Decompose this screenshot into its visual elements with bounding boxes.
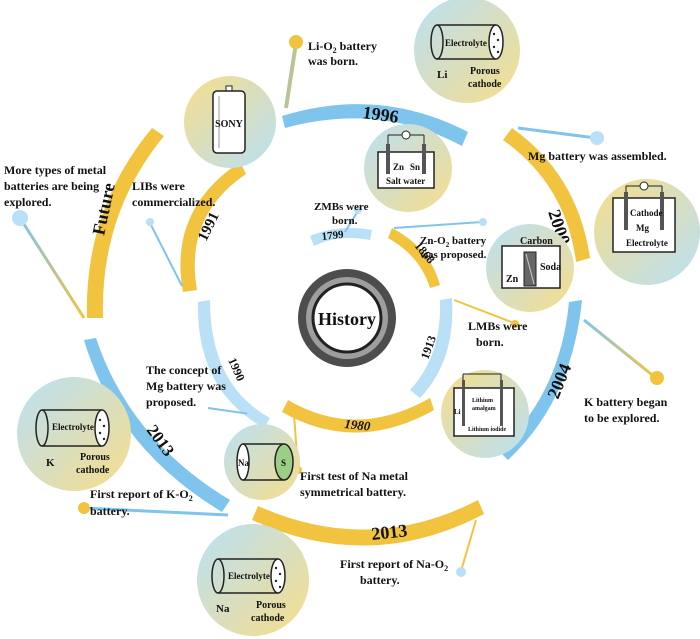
bubble-zn-carbon: Carbon Zn Soda [486, 224, 574, 312]
event-zn-o2-2: was proposed. [420, 249, 487, 261]
dot-zn-o2 [479, 218, 487, 226]
event-texts: Li-O2 battery was born. Mg battery was a… [4, 39, 668, 587]
bubble-sony: SONY [184, 76, 276, 168]
dot-ko2 [78, 502, 90, 514]
label-sn: Sn [410, 162, 420, 172]
arc-2013-left [84, 338, 230, 512]
event-lmb-2: born. [476, 335, 504, 349]
event-zmb-1: ZMBs were [314, 201, 369, 213]
bubble-na-o2-cell: Electrolyte Na Porous cathode [197, 524, 309, 636]
label-na-electrolyte: Electrolyte [228, 571, 270, 581]
arc-future [86, 128, 164, 318]
event-zmb-2: born. [332, 215, 358, 227]
label-k-electrolyte: Electrolyte [52, 422, 94, 432]
dot-li-o2 [289, 35, 303, 49]
label-na-porous: Porous [256, 600, 286, 611]
arc-1980 [282, 398, 434, 433]
label-soda: Soda [540, 262, 561, 273]
label-cathode: cathode [468, 79, 502, 90]
arc-1996 [282, 104, 468, 146]
arc-2000 [503, 128, 590, 262]
label-k: K [46, 457, 55, 469]
bubble-na-s: Na S [224, 424, 300, 500]
label-electrolyte: Electrolyte [445, 38, 487, 48]
event-k-1: K battery began [584, 395, 668, 409]
year-1980: 1980 [344, 416, 372, 434]
year-1799: 1799 [321, 229, 345, 243]
year-2004: 2004 [543, 361, 575, 402]
dot-lmb [511, 320, 519, 328]
label-li2: Li [454, 408, 461, 416]
event-na-o2-1: First report of Na-O2 [340, 557, 448, 573]
label-sony: SONY [215, 119, 244, 130]
connectors [12, 35, 664, 577]
label-na: Na [216, 603, 230, 615]
dot-k [650, 371, 664, 385]
bubble-zn-sn: Zn Sn Salt water [364, 124, 452, 212]
arc-1868 [388, 228, 440, 288]
event-future-2: batteries are being [4, 179, 99, 193]
dot-mg-concept [247, 410, 255, 418]
label-lithium-iodide: Lithium iodide [468, 427, 507, 433]
label-mg-cathode: Cathode [630, 208, 663, 218]
label-k-cathode: cathode [76, 465, 110, 476]
label-carbon: Carbon [520, 236, 553, 247]
arc-1991 [180, 162, 246, 292]
event-mg: Mg battery was assembled. [528, 149, 667, 163]
event-na-o2-2: battery. [360, 573, 400, 587]
year-1996: 1996 [361, 102, 399, 127]
event-mg-concept-3: proposed. [146, 395, 196, 409]
label-mg-electrolyte: Electrolyte [626, 238, 668, 248]
event-k-2: to be explored. [584, 411, 659, 425]
label-salt-water: Salt water [386, 176, 425, 186]
event-ko2-1: First report of K-O2 [90, 487, 193, 503]
label-lithium: Lithium [472, 398, 493, 404]
center-label: History [318, 309, 376, 329]
event-future-1: More types of metal [4, 163, 107, 177]
label-na-cathode: cathode [251, 613, 285, 624]
label-li: Li [437, 69, 447, 81]
label-k-porous: Porous [80, 452, 110, 463]
arc-1913 [410, 298, 453, 398]
center-history: History [298, 269, 396, 367]
year-2013-bottom: 2013 [370, 520, 408, 544]
label-s: S [281, 458, 286, 468]
event-lmb-1: LMBs were [468, 319, 528, 333]
label-porous: Porous [470, 66, 500, 77]
event-mg-concept-1: The concept of [146, 363, 222, 377]
label-amalgam: amalgam [472, 406, 496, 412]
bubble-li-amalgam: Li Lithium amalgam Lithium iodide [441, 370, 529, 458]
dot-libs [146, 218, 154, 226]
event-ko2-2: battery. [90, 504, 130, 518]
bubble-k-cell: Electrolyte K Porous cathode [17, 377, 131, 491]
dot-zmb [354, 206, 362, 214]
bubble-mg-cell: Cathode Mg Electrolyte [594, 179, 700, 285]
event-li-o2: Li-O2 battery was born. [308, 39, 380, 68]
label-zn: Zn [393, 162, 404, 172]
event-zn-o2-1: Zn-O2 battery [420, 235, 487, 249]
arc-1990 [197, 300, 270, 428]
event-mg-concept-2: Mg battery was [146, 379, 226, 393]
event-na-sym-1: First test of Na metal [300, 469, 409, 483]
dot-future [12, 210, 28, 226]
label-na-sym: Na [238, 458, 249, 468]
bubble-li-o2-cell: Electrolyte Li Porous cathode [414, 0, 520, 103]
event-libs-2: commercialized. [132, 195, 215, 209]
event-na-sym-2: symmetrical battery. [300, 485, 406, 499]
event-libs-1: LIBs were [132, 179, 185, 193]
timeline-arcs [84, 104, 590, 546]
arc-2013-bottom [252, 500, 484, 546]
arc-1799 [310, 228, 372, 246]
dot-mg [590, 131, 604, 145]
label-zn2: Zn [506, 274, 519, 285]
dot-na-o2 [456, 567, 466, 577]
event-future-3: explored. [4, 195, 51, 209]
label-mg: Mg [636, 223, 649, 233]
